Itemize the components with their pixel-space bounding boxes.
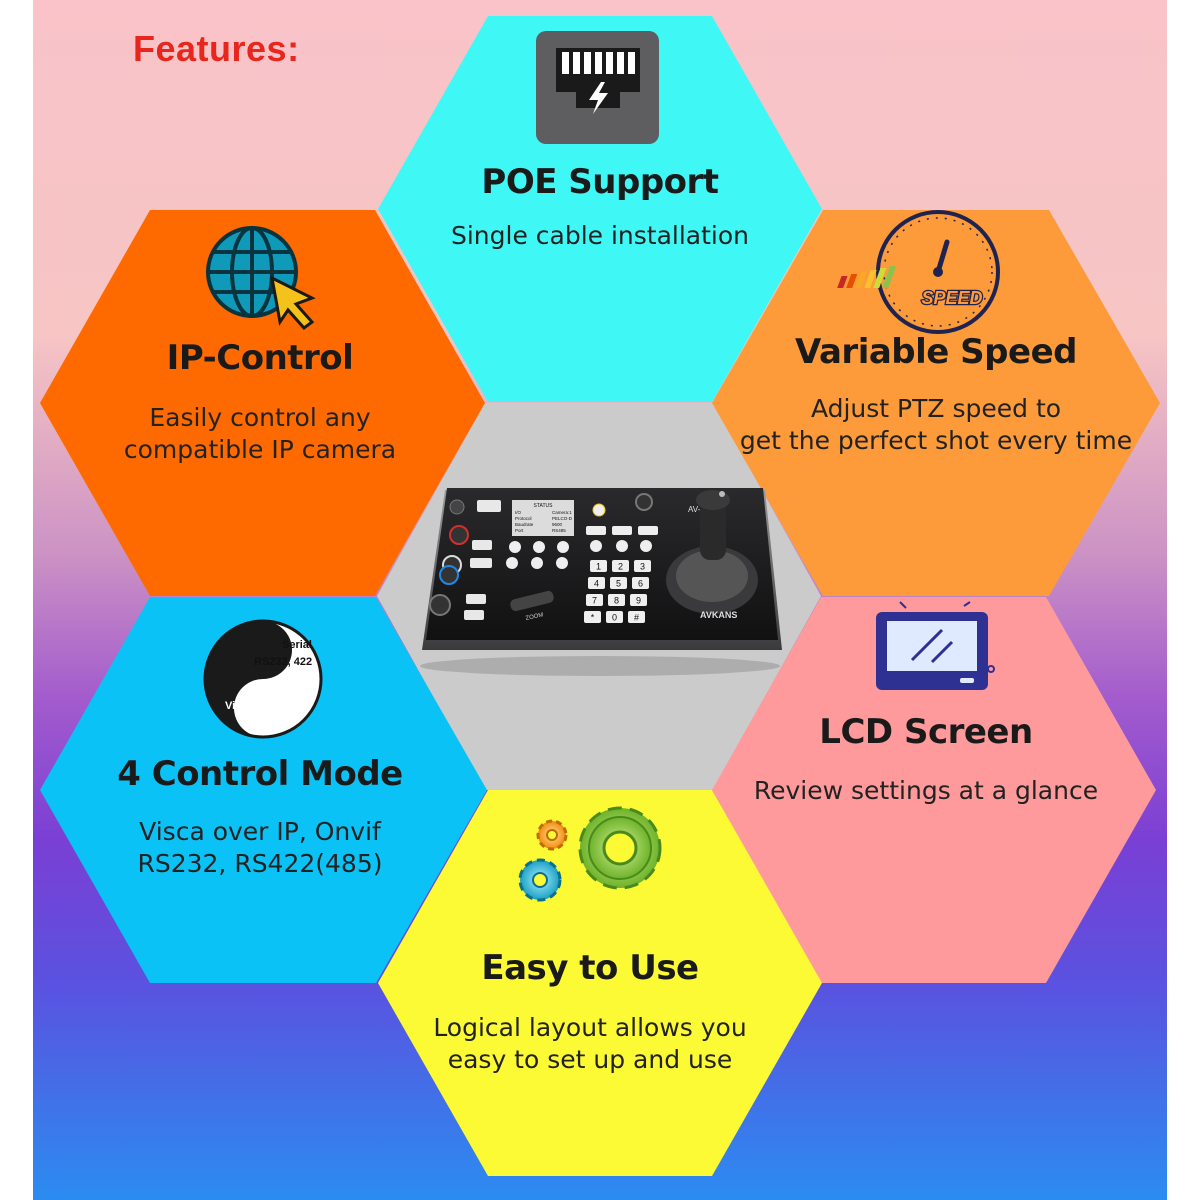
lcd-desc: Review settings at a glance (736, 775, 1116, 807)
zoom-label: ZOOM (525, 612, 544, 622)
lcd-port: RS485 (552, 528, 566, 533)
keypad-key (588, 577, 605, 589)
keypad-key (630, 594, 647, 606)
keypad-key-label: * (591, 613, 595, 623)
lcd-left-2: Baudrate (515, 522, 534, 527)
keypad-key-label: 4 (594, 579, 599, 589)
keypad-key-label: 7 (592, 596, 597, 606)
globe-cursor-icon (206, 226, 316, 331)
keypad-key (634, 560, 651, 572)
brand-label: AVKANS (700, 610, 737, 620)
control-mode-title: 4 Control Mode (117, 754, 403, 794)
lcd-left-0: I/O (515, 510, 522, 515)
speed-icon-text: SPEED (921, 288, 982, 308)
keypad: 1 2 3 4 5 6 7 8 9 * 0 # (584, 560, 651, 623)
easy-desc-line: easy to set up and use (447, 1045, 733, 1074)
poe-desc: Single cable installation (420, 220, 780, 252)
hex-lcd (712, 597, 1156, 983)
lcd-desc-line: Review settings at a glance (753, 776, 1099, 805)
easy-desc-line: Logical layout allows you (433, 1013, 747, 1042)
mode-label-serial: Serial (282, 639, 312, 651)
keypad-key-label: 8 (614, 596, 619, 606)
keypad-key (608, 594, 625, 606)
features-title: Features: (133, 28, 300, 69)
mode-label-visca: Visca, Onvif (225, 700, 288, 712)
yin-yang-icon: Serial RS232, 422 IP Visca, Onvif (203, 619, 323, 739)
easy-desc: Logical layout allows you easy to set up… (410, 1012, 770, 1076)
gears-icon (518, 806, 662, 902)
variable-speed-desc: Adjust PTZ speed to get the perfect shot… (736, 393, 1136, 457)
lcd-title: LCD Screen (819, 712, 1033, 752)
speedometer-icon: SPEED (837, 210, 1000, 334)
lcd-left-3: Port (515, 528, 524, 533)
control-mode-desc: Visca over IP, Onvif RS232, RS422(485) (90, 816, 430, 880)
variable-speed-title: Variable Speed (795, 332, 1077, 372)
mode-label-ip: IP (246, 683, 256, 695)
keypad-key-label: 0 (612, 613, 617, 623)
keypad-key (584, 611, 601, 623)
keypad-key-label: 5 (616, 579, 621, 589)
lcd-baud: 9600 (552, 522, 563, 527)
control-mode-desc-line: Visca over IP, Onvif (139, 817, 381, 846)
hex-poe (378, 16, 822, 402)
ip-control-desc-line: Easily control any (149, 403, 371, 432)
lcd-left-1: Protocol (515, 516, 532, 521)
hex-control-mode (40, 597, 487, 983)
hex-easy (378, 790, 822, 1176)
keypad-key-label: 3 (640, 562, 645, 572)
poe-desc-line: Single cable installation (450, 221, 750, 250)
keypad-key-label: 1 (596, 562, 601, 572)
control-mode-desc-line: RS232, RS422(485) (137, 849, 383, 878)
keypad-key (610, 577, 627, 589)
ip-control-title: IP-Control (166, 338, 354, 378)
lcd-status: STATUS (534, 503, 554, 509)
keypad-key (586, 594, 603, 606)
keypad-key (612, 560, 629, 572)
hex-ip-control (40, 210, 485, 596)
variable-speed-desc-line: Adjust PTZ speed to (810, 394, 1062, 423)
keypad-key-label: # (634, 613, 639, 623)
variable-speed-desc-line: get the perfect shot every time (739, 426, 1133, 455)
ip-control-desc-line: compatible IP camera (123, 435, 397, 464)
keypad-key (632, 577, 649, 589)
poe-title: POE Support (481, 162, 719, 202)
keypad-key-label: 9 (636, 596, 641, 606)
easy-title: Easy to Use (481, 948, 699, 988)
ip-control-desc: Easily control any compatible IP camera (90, 402, 430, 466)
lcd-camera: Camera:1 (552, 510, 572, 515)
model-label: AV- (688, 505, 701, 514)
keypad-key (628, 611, 645, 623)
ethernet-port-icon (536, 31, 659, 144)
keypad-key (606, 611, 623, 623)
ptz-controller-image: STATUS I/O Protocol Baudrate Port Camera… (420, 488, 782, 676)
keypad-key (590, 560, 607, 572)
lcd-protocol: PELCO-D (552, 516, 573, 521)
keypad-key-label: 6 (638, 579, 643, 589)
mode-label-rs232: RS232, 422 (254, 656, 312, 668)
monitor-icon (876, 601, 995, 690)
hex-variable-speed (712, 210, 1160, 596)
keypad-key-label: 2 (618, 562, 623, 572)
